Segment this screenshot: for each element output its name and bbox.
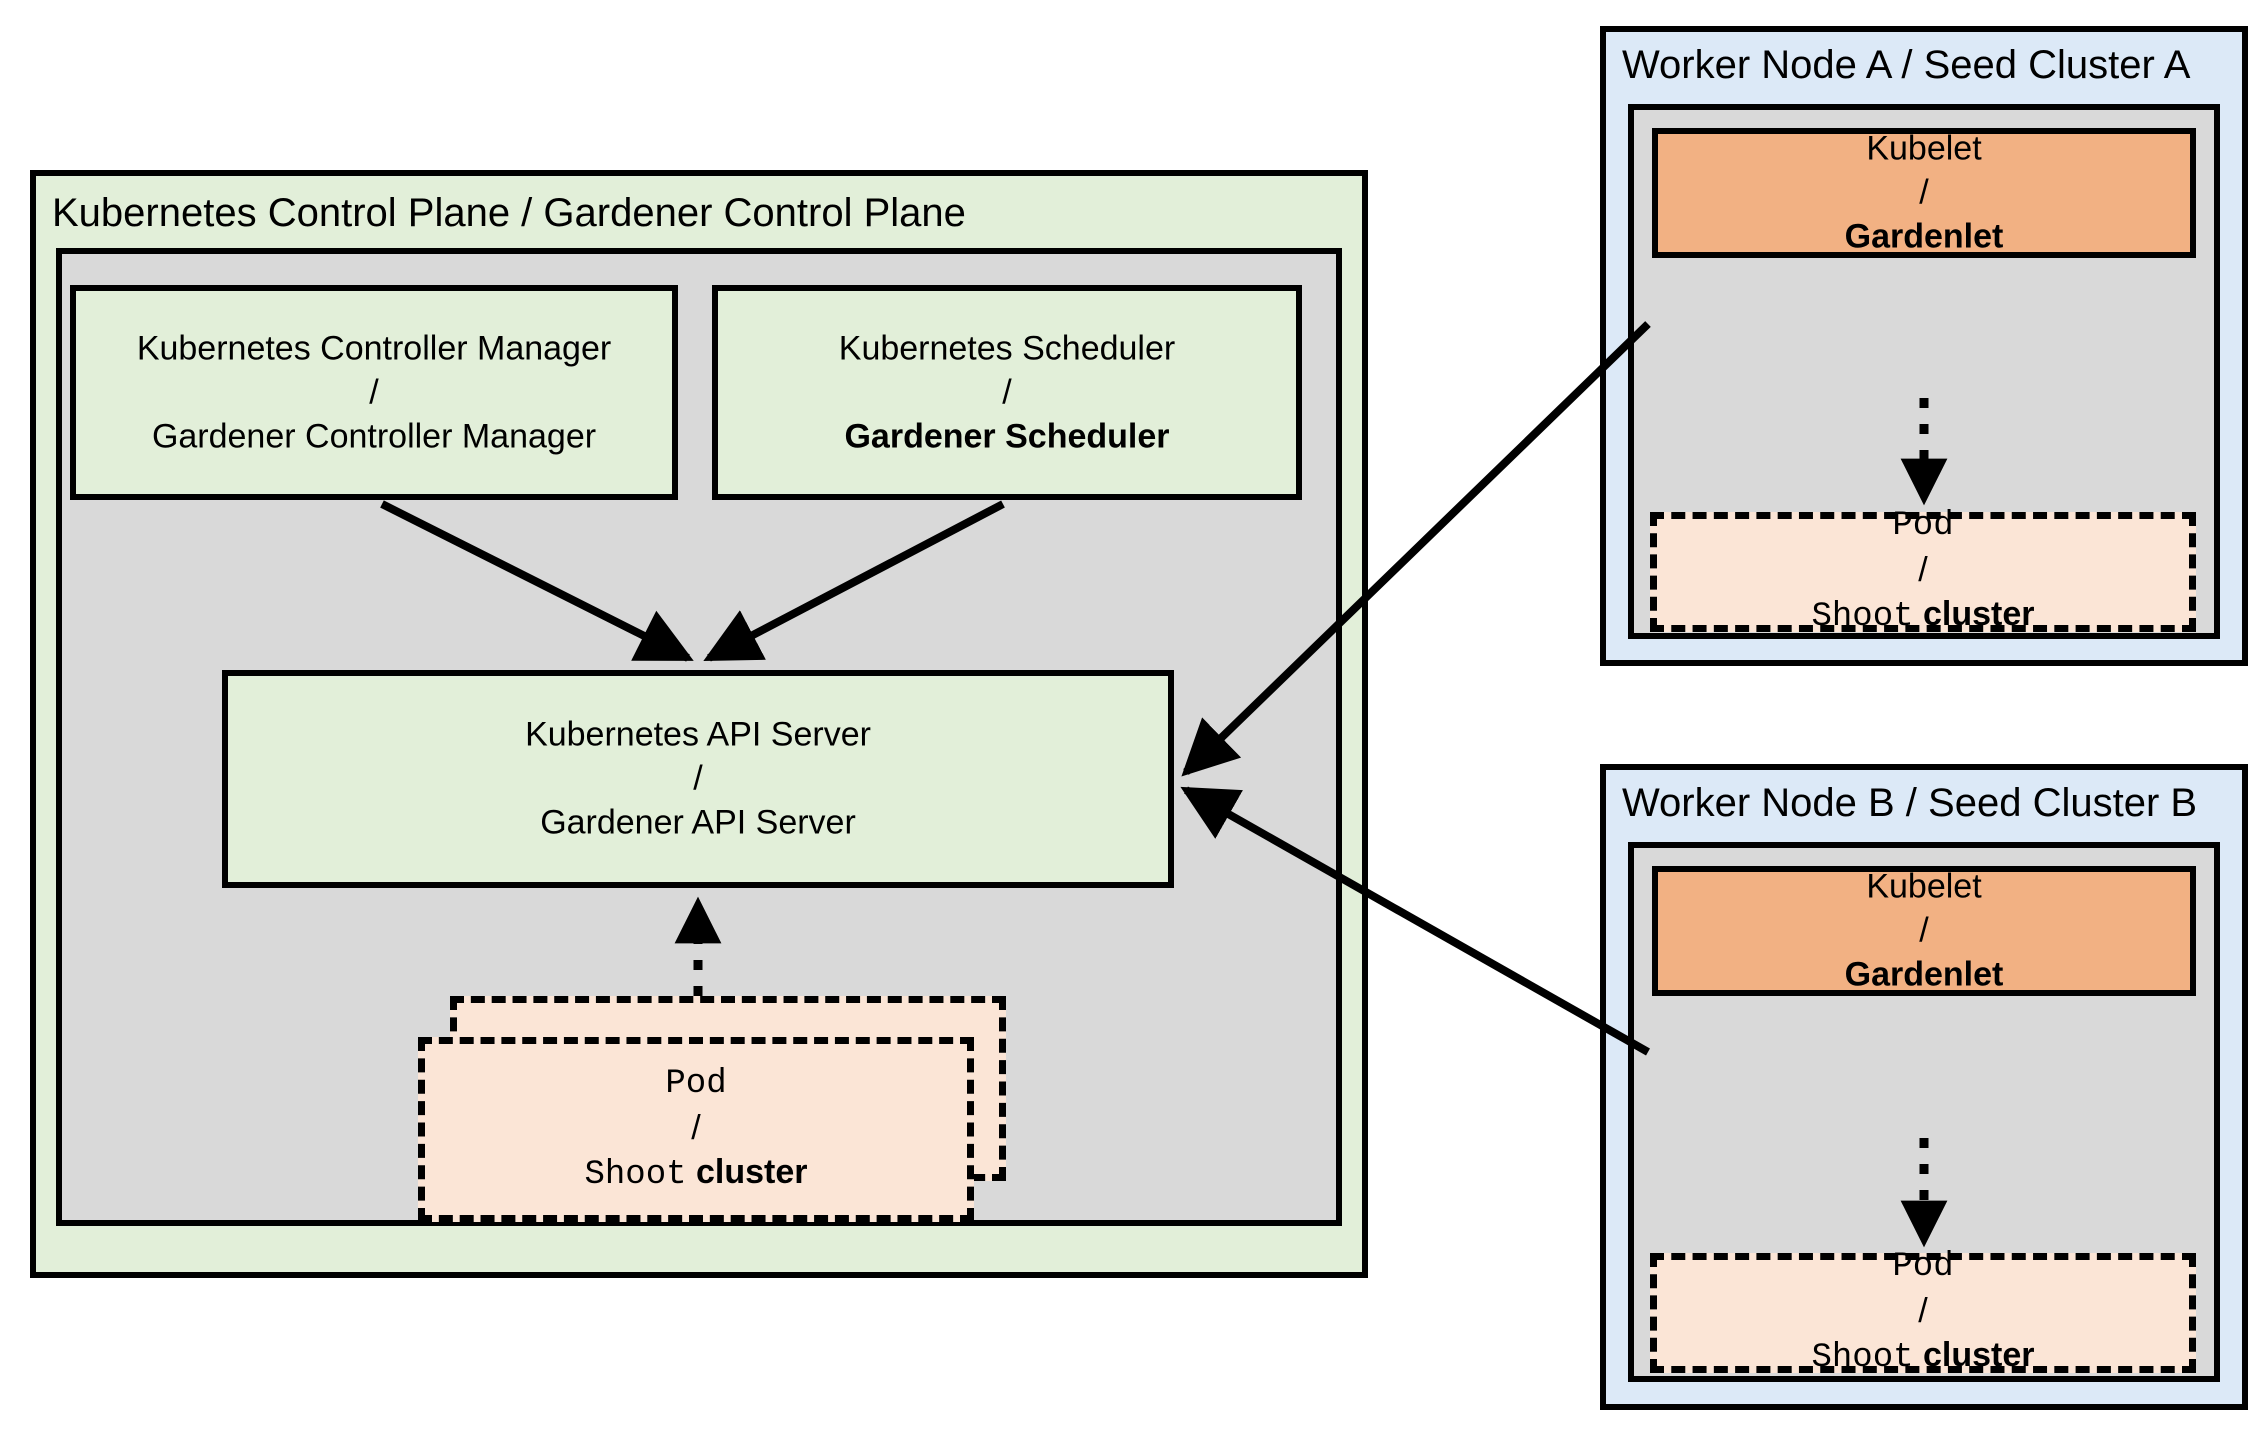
controller-manager-box[interactable]: Kubernetes Controller Manager / Gardener… [70,285,678,500]
seed-b-header: Worker Node B / Seed Cluster B [1622,781,2198,825]
seed-a-pod-shoot: Shoot [1811,598,1914,637]
seed-a-pod-separator: / [1918,551,1928,590]
seed-a-kubelet-line2: Gardenlet [1844,218,2004,257]
seed-a-pod-line2: Shoot cluster [1657,593,2189,640]
seed-a-kubelet-separator: / [1919,173,1929,212]
api-server-separator: / [693,759,703,798]
seed-b-kubelet-separator: / [1919,911,1929,950]
seed-a-kubelet-box[interactable]: Kubelet / Gardenlet [1652,128,2196,258]
control-plane-pod-line1: Pod [665,1064,727,1103]
scheduler-separator: / [1002,373,1012,412]
seed-a-kubelet-line1: Kubelet [1866,129,1982,168]
seed-a-pod-line1: Pod [1892,507,1954,546]
scheduler-line2: Gardener Scheduler [844,417,1170,456]
seed-b-kubelet-line1: Kubelet [1866,867,1982,906]
controller-manager-separator: / [369,373,379,412]
seed-b-pod-separator: / [1918,1292,1928,1331]
seed-b-pod-cluster: cluster [1922,1336,2035,1375]
api-server-line1: Kubernetes API Server [525,715,871,754]
seed-b-pod-line2: Shoot cluster [1657,1334,2189,1381]
scheduler-box[interactable]: Kubernetes Scheduler / Gardener Schedule… [712,285,1302,500]
seed-a-pod-box[interactable]: Pod / Shoot cluster [1650,507,2196,637]
seed-a-pod-cluster: cluster [1922,595,2035,634]
seed-b-kubelet-line2: Gardenlet [1844,956,2004,995]
control-plane-pod-box[interactable]: Pod / Shoot cluster [418,1037,974,1222]
seed-a-header: Worker Node A / Seed Cluster A [1622,43,2191,87]
scheduler-line1: Kubernetes Scheduler [838,329,1176,368]
api-server-box[interactable]: Kubernetes API Server / Gardener API Ser… [222,670,1174,888]
control-plane-pod-shoot: Shoot [584,1156,687,1195]
controller-manager-line1: Kubernetes Controller Manager [136,329,612,368]
control-plane-pod-cluster: cluster [695,1153,808,1192]
seed-b-pod-shoot: Shoot [1811,1339,1914,1378]
control-plane-header: Kubernetes Control Plane / Gardener Cont… [52,191,966,235]
control-plane-pod-line2: Shoot cluster [425,1150,967,1197]
controller-manager-line2: Gardener Controller Manager [151,417,597,456]
control-plane-pod-separator: / [691,1108,701,1147]
api-server-line2: Gardener API Server [540,804,856,843]
seed-b-kubelet-box[interactable]: Kubelet / Gardenlet [1652,866,2196,996]
seed-b-pod-line1: Pod [1892,1248,1954,1287]
seed-b-pod-box[interactable]: Pod / Shoot cluster [1650,1248,2196,1378]
